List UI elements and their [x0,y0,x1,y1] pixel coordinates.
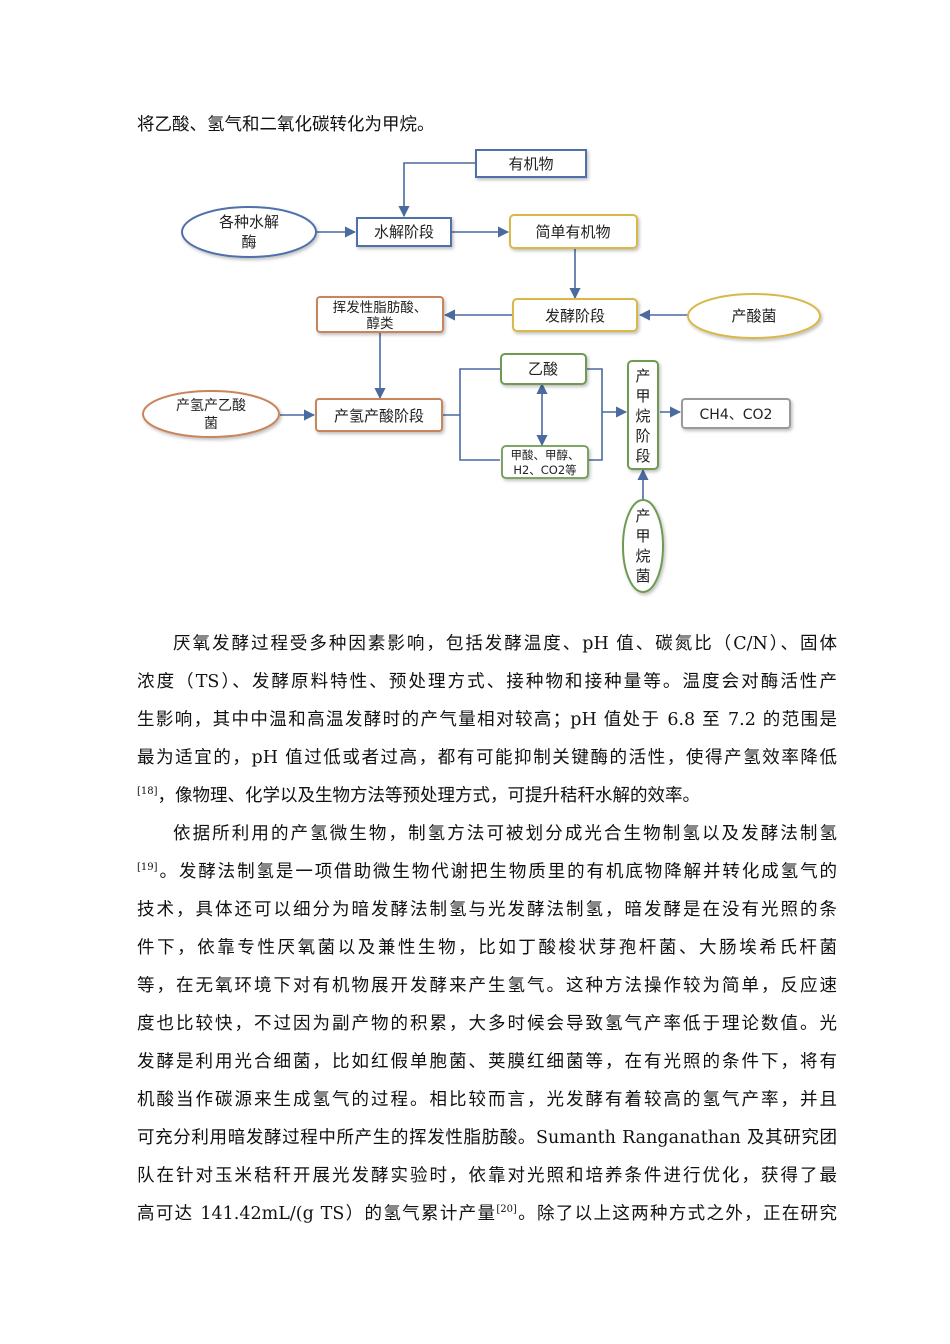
svg-text:烷: 烷 [635,547,650,565]
svg-text:菌: 菌 [635,567,650,585]
node-methanogenesis: 产 甲 烷 阶 段 [627,360,659,470]
p2-line-2-text: 。发酵法制氢是一项借助微生物代谢把生物质里的有机底物降解并转化成氢气的 [157,862,837,882]
citation-19: [19] [137,862,158,873]
p2-line-4: 件下，依靠专性厌氧菌以及兼性生物，比如丁酸梭状芽孢杆菌、大肠埃希氏杆菌 [137,938,837,958]
svg-text:各种水解: 各种水解 [219,213,279,231]
svg-text:甲酸、甲醇、: 甲酸、甲醇、 [511,448,580,462]
connectors [280,162,688,500]
svg-text:水解阶段: 水解阶段 [374,223,434,241]
p1-line-2: 浓度（TS）、发酵原料特性、预处理方式、接种物和接种量等。温度会对酶活性产 [137,672,837,692]
p1-line-4: 最为适宜的，pH 值过低或者过高，都有可能抑制关键酶的活性，使得产氢效率降低 [137,748,837,768]
p2-line-7: 发酵是利用光合细菌，比如红假单胞菌、荚膜红细菌等，在有光照的条件下，将有 [137,1052,837,1072]
node-h2-acetogenesis: 产氢产酸阶段 [315,398,443,432]
p2-line-3: 技术，具体还可以细分为暗发酵法制氢与光发酵法制氢，暗发酵是在没有光照的条 [137,900,837,920]
svg-text:乙酸: 乙酸 [528,360,558,378]
node-simple-organic: 简单有机物 [509,214,638,249]
p2-line-9: 可充分利用暗发酵过程中所产生的挥发性脂肪酸。Sumanth Ranganatha… [137,1128,837,1148]
merge-down [588,412,603,461]
svg-text:烷: 烷 [635,407,650,425]
p2-line-8: 机酸当作碳源来生成氢气的过程。相比较而言，光发酵有着较高的氢气产率，并且 [137,1090,837,1110]
citation-20: [20] [496,1204,517,1215]
p2-line-2: [19]。发酵法制氢是一项借助微生物代谢把生物质里的有机底物降解并转化成氢气的 [137,860,837,884]
node-methanogen: 产 甲 烷 菌 [622,499,664,593]
svg-text:挥发性脂肪酸、: 挥发性脂肪酸、 [333,300,428,316]
p1-line-1: 厌氧发酵过程受多种因素影响，包括发酵温度、pH 值、碳氮比（C/N）、固体 [173,634,837,654]
svg-text:H2、CO2等: H2、CO2等 [513,463,576,477]
p1-line-5: [18]，像物理、化学以及生物方法等预处理方式，可提升秸秆水解的效率。 [137,784,837,808]
p2-line-11: 高可达 141.42mL/(g TS）的氢气累计产量[20]。除了以上这两种方式… [137,1202,837,1226]
p2-line-10: 队在针对玉米秸秆开展光发酵实验时，依靠对光照和培养条件进行优化，获得了最 [137,1166,837,1186]
citation-18: [18] [137,786,158,797]
svg-text:产氢产酸阶段: 产氢产酸阶段 [334,407,424,425]
svg-text:段: 段 [635,447,650,465]
svg-text:产氢产乙酸: 产氢产乙酸 [176,398,246,414]
svg-text:发酵阶段: 发酵阶段 [545,307,605,325]
svg-text:产酸菌: 产酸菌 [731,307,776,325]
p2-line-11-a: 高可达 141.42mL/(g TS）的氢气累计产量 [137,1204,497,1224]
svg-text:甲: 甲 [635,527,650,545]
svg-text:甲: 甲 [635,387,650,405]
p1-line-5-text: ，像物理、化学以及生物方法等预处理方式，可提升秸秆水解的效率。 [157,786,701,806]
node-fermentation: 发酵阶段 [512,298,638,332]
p2-line-11-b: 。除了以上这两种方式之外，正在研究 [516,1204,837,1224]
node-hydrolysis: 水解阶段 [356,217,452,247]
merge-up [586,368,603,412]
p1-line-3: 生影响，其中中温和高温发酵时的产气量相对较高；pH 值处于 6.8 至 7.2 … [137,710,837,730]
svg-text:CH4、CO2: CH4、CO2 [700,407,773,423]
svg-text:菌: 菌 [204,416,218,432]
node-h2-bacteria: 产氢产乙酸 菌 [142,390,280,438]
node-acetic-acid: 乙酸 [500,353,587,385]
node-products: CH4、CO2 [681,398,791,429]
intro-line: 将乙酸、氢气和二氧化碳转化为甲烷。 [137,115,435,135]
svg-text:有机物: 有机物 [508,155,553,173]
node-enzymes: 各种水解 酶 [181,206,317,258]
p2-line-5: 等，在无氧环境下对有机物展开发酵来产生氢气。这种方法操作较为简单，反应速 [137,976,837,996]
p2-line-6: 度也比较快，不过因为副产物的积累，大多时候会导致氢气产率低于理论数值。光 [137,1014,837,1034]
branch-down [459,415,500,461]
svg-text:醇类: 醇类 [367,315,394,332]
svg-text:产: 产 [635,367,650,385]
svg-text:简单有机物: 简单有机物 [535,223,610,241]
p2-line-1: 依据所利用的产氢微生物，制氢方法可被划分成光合生物制氢以及发酵法制氢 [173,824,837,844]
svg-text:产: 产 [635,507,650,525]
node-vfa: 挥发性脂肪酸、 醇类 [316,296,444,333]
branch-up [459,368,500,415]
node-formic-etc: 甲酸、甲醇、 H2、CO2等 [501,445,589,479]
svg-text:阶: 阶 [635,427,650,445]
node-acid-bacteria: 产酸菌 [687,293,821,339]
anaerobic-digestion-flowchart: 有机物 各种水解 酶 水解阶段 简单有机物 发酵阶段 产酸菌 挥发性脂肪酸、 醇… [142,149,821,593]
svg-text:酶: 酶 [241,233,256,251]
node-organic: 有机物 [475,149,587,178]
arrow-organic-to-hydrolysis [398,162,476,218]
